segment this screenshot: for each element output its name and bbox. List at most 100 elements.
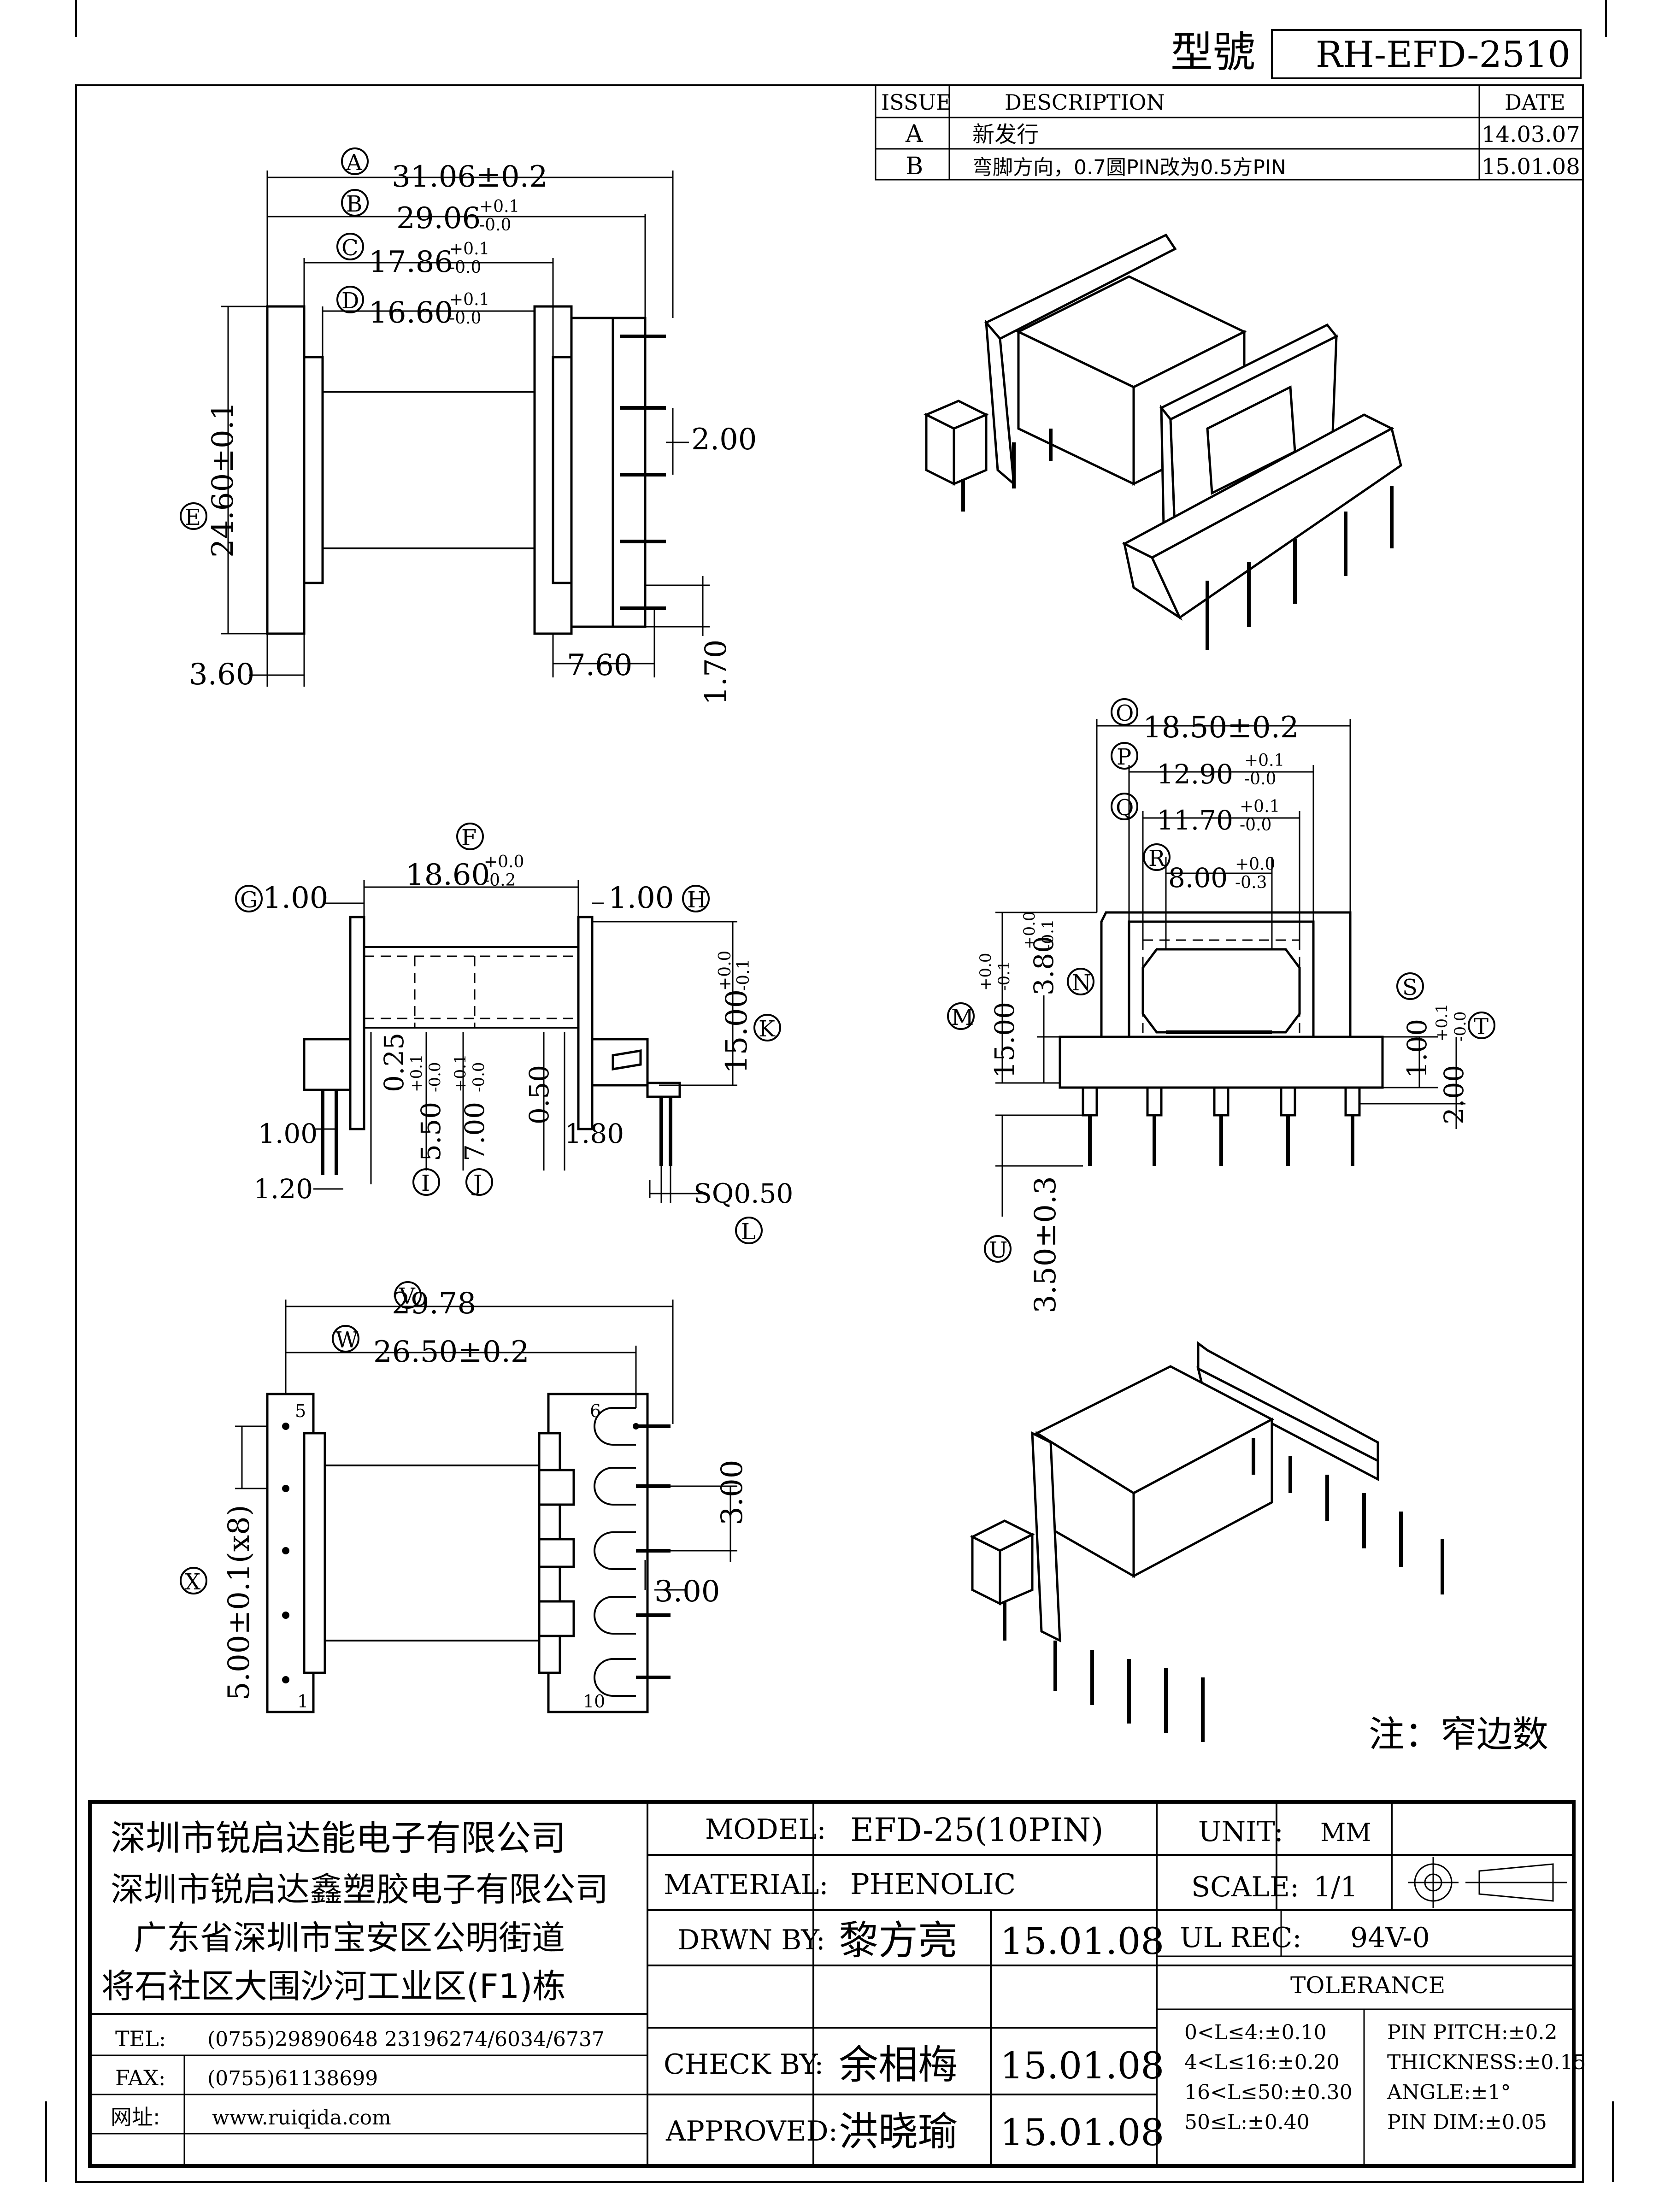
pin-1-label: 1 <box>297 1691 308 1712</box>
label-r: R <box>1148 846 1166 871</box>
drwn-field-value: 黎方亮 <box>839 1918 958 1964</box>
label-u: U <box>989 1237 1007 1263</box>
dim-180: 1.80 <box>565 1118 624 1149</box>
dim-f-tol-plus: +0.0 <box>484 853 524 871</box>
label-a: A <box>346 150 363 176</box>
web-value: www.ruiqida.com <box>212 2106 391 2130</box>
tol-range-4: 50≤L:±0.40 <box>1184 2111 1310 2134</box>
isometric-view-top <box>924 233 1402 650</box>
approved-date: 15.01.08 <box>1000 2111 1164 2154</box>
dim-t-tol-minus: -0.0 <box>1451 1011 1470 1041</box>
dim-r: 8.00 <box>1168 862 1228 894</box>
dim-e: 24.60±0.1 <box>206 401 240 558</box>
iso-pins-bottom <box>1053 1641 1205 1742</box>
label-l: L <box>741 1219 756 1245</box>
dim-h: 1.00 <box>608 881 674 915</box>
check-date: 15.01.08 <box>1000 2044 1164 2087</box>
dim-c: 17.86 <box>369 245 453 279</box>
label-v: V <box>399 1283 416 1309</box>
bottom-view: 29.78 26.50±0.2 5.00±0.1(x8) 3.00 3.00 5… <box>180 1281 749 1713</box>
top-view-pins <box>620 335 666 610</box>
dim-100: 1.00 <box>258 1118 318 1149</box>
label-h: H <box>687 887 706 913</box>
dim-v: 29.78 <box>392 1287 476 1321</box>
pin-6-label: 6 <box>590 1401 601 1421</box>
rev-row-a-date: 14.03.07 <box>1482 122 1580 147</box>
dim-n-tol-plus: +0.0 <box>1020 911 1039 949</box>
tol-misc-1: PIN PITCH:±0.2 <box>1387 2021 1558 2044</box>
tol-misc-4: PIN DIM:±0.05 <box>1387 2111 1547 2134</box>
dim-i: 5.50 <box>415 1102 447 1161</box>
drwn-field-label: DRWN BY: <box>677 1924 825 1956</box>
tol-misc-2: THICKNESS:±0.15 <box>1387 2051 1586 2074</box>
approved-field-label: APPROVED: <box>665 2115 838 2147</box>
dim-120: 1.20 <box>253 1173 313 1205</box>
rev-col-description: DESCRIPTION <box>1005 90 1165 115</box>
dim-j-tol-minus: -0.0 <box>470 1062 488 1092</box>
dim-w: 26.50±0.2 <box>373 1335 529 1369</box>
label-e: E <box>185 505 201 530</box>
scale-field-label: SCALE: <box>1191 1871 1299 1903</box>
label-w: W <box>335 1327 359 1353</box>
dim-k-tol-plus: +0.0 <box>716 951 735 991</box>
label-b: B <box>346 191 362 217</box>
approved-field-value: 洪晓瑜 <box>839 2109 958 2155</box>
pin-10-label: 10 <box>583 1691 605 1712</box>
dim-300a: 3.00 <box>715 1460 749 1526</box>
isometric-view-bottom <box>970 1341 1444 1742</box>
dim-p-tol-plus: +0.1 <box>1244 751 1284 770</box>
dim-300b: 3.00 <box>654 1575 720 1609</box>
dim-d-tol-plus: +0.1 <box>449 290 489 309</box>
rev-row-a-issue: A <box>905 120 924 148</box>
dim-d-tol-minus: -0.0 <box>449 309 481 328</box>
iso-pins-top <box>1206 486 1394 650</box>
dim-g: 1.00 <box>263 881 329 915</box>
check-field-label: CHECK BY: <box>664 2048 824 2081</box>
projection-symbol-icon <box>1408 1857 1567 1908</box>
dim-p-tol-minus: -0.0 <box>1244 770 1276 788</box>
dim-m: 15.00 <box>989 1002 1020 1078</box>
dim-b-tol-minus: -0.0 <box>479 216 511 235</box>
pin-5-label: 5 <box>295 1401 306 1421</box>
fax-value: (0755)61138699 <box>207 2067 378 2090</box>
dim-c-tol-plus: +0.1 <box>449 240 489 259</box>
model-number: RH-EFD-2510 <box>1316 34 1571 76</box>
dim-x: 5.00±0.1(x8) <box>222 1505 256 1700</box>
dim-u: 3.50±0.3 <box>1029 1176 1063 1313</box>
label-k: K <box>759 1016 776 1042</box>
dim-i-tol-plus: +0.1 <box>407 1054 426 1092</box>
dim-q-tol-plus: +0.1 <box>1240 797 1280 816</box>
label-s: S <box>1402 975 1418 1000</box>
dim-m-tol-plus: +0.0 <box>977 953 995 991</box>
label-n: N <box>1072 970 1091 996</box>
fax-label: FAX: <box>115 2065 165 2090</box>
tel-value: (0755)29890648 23196274/6034/6737 <box>207 2028 605 2051</box>
label-t: T <box>1474 1014 1488 1040</box>
dim-r-tol-plus: +0.0 <box>1235 855 1275 874</box>
drwn-date: 15.01.08 <box>1000 1920 1164 1963</box>
dim-j-tol-plus: +0.1 <box>451 1054 470 1092</box>
dim-b-tol-plus: +0.1 <box>479 197 519 216</box>
company-line-4: 将石社区大围沙河工业区(F1)栋 <box>101 1967 565 2006</box>
dim-i-tol-minus: -0.0 <box>426 1062 444 1092</box>
dim-f: 18.60 <box>406 858 490 892</box>
dim-025: 0.25 <box>378 1033 410 1092</box>
label-d: D <box>341 288 359 314</box>
dim-q-tol-minus: -0.0 <box>1240 816 1271 835</box>
label-m: M <box>951 1005 974 1030</box>
label-f: F <box>461 825 477 851</box>
unit-field-value: MM <box>1320 1818 1371 1847</box>
sheet-frame <box>45 0 1614 2183</box>
model-field-value: EFD-25(10PIN) <box>850 1811 1104 1849</box>
unit-field-label: UNIT: <box>1198 1816 1283 1848</box>
label-i: I <box>421 1171 430 1196</box>
dim-right-offset: 7.60 <box>567 648 633 682</box>
label-c: C <box>341 235 359 261</box>
dim-r-tol-minus: -0.3 <box>1235 873 1267 892</box>
note-text: 注：窄边数 <box>1369 1714 1548 1755</box>
material-field-value: PHENOLIC <box>850 1867 1016 1901</box>
dim-s: 1.00 <box>1401 1019 1433 1078</box>
dim-f-tol-minus: -0.2 <box>484 871 516 890</box>
dim-d: 16.60 <box>369 296 453 330</box>
